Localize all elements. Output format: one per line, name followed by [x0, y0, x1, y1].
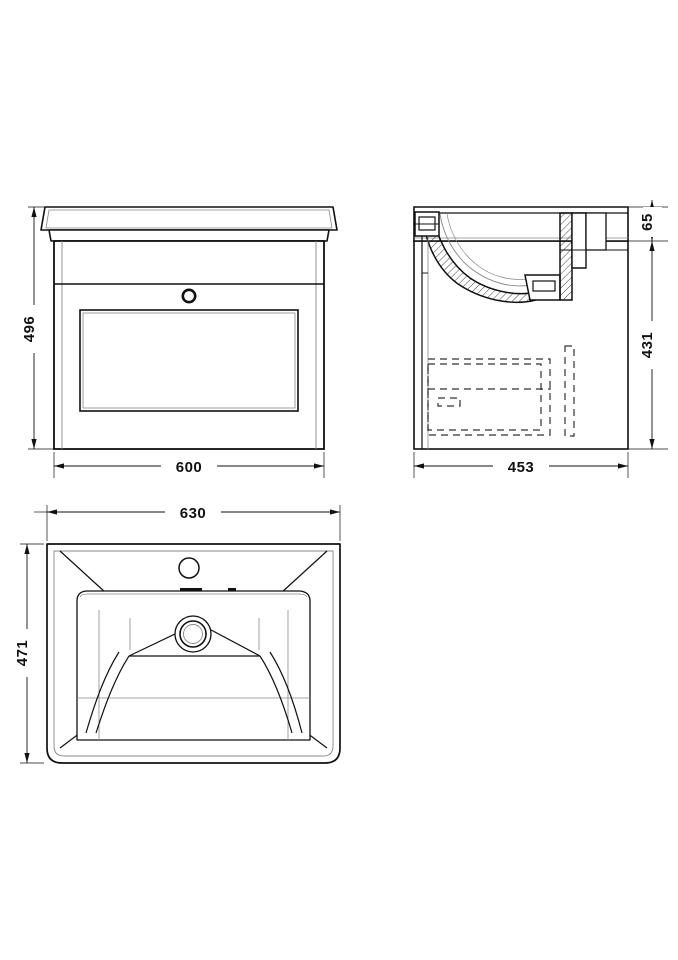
- drawer-box-inner: [427, 363, 542, 431]
- basin-rear-riser: [559, 212, 573, 301]
- dimension-front-height: 496: [21, 207, 44, 449]
- hidden-drawer-box: [427, 345, 575, 437]
- tap-hole-section: [414, 211, 440, 237]
- basin-inner-curve: [439, 213, 531, 287]
- drawer-knob: [181, 288, 197, 304]
- drawer-rear-bracket: [564, 345, 575, 437]
- dimension-side-body-height-label: 431: [639, 332, 656, 359]
- basin-bowl-outline: [76, 590, 311, 741]
- side-section-view: 65 431 453: [413, 200, 668, 478]
- dimension-front-width-label: 600: [176, 459, 203, 476]
- dimension-front-height-label: 496: [21, 316, 38, 343]
- dimension-plan-width-label: 630: [180, 505, 207, 522]
- basin-top-lip: [40, 206, 338, 242]
- tap-block-inner: [418, 216, 436, 231]
- basin-inner-curve-2: [446, 213, 528, 280]
- tap-hole: [178, 557, 200, 579]
- waste-outlet-bore: [532, 280, 556, 292]
- dimension-side-body-height: 431: [639, 241, 662, 449]
- basin-rim-offset: [53, 550, 334, 757]
- basin-lip-outer: [40, 206, 338, 231]
- dimension-plan-depth-label: 471: [14, 640, 31, 667]
- dimension-side-depth: 453: [414, 455, 628, 477]
- dimension-plan-depth: 471: [14, 544, 37, 763]
- drawer-panel-outer: [79, 309, 299, 412]
- front-elevation-view: 496 600: [21, 206, 338, 478]
- basin-rear-shelf-2: [585, 212, 607, 251]
- drawer-panel-inner: [82, 312, 296, 409]
- basin-lip-inner: [45, 209, 333, 229]
- rim-mark-right: [228, 588, 236, 591]
- dimension-side-depth-label: 453: [508, 459, 535, 476]
- basin-rear-shelf: [571, 212, 587, 269]
- basin-bowl-rim-inner: [79, 593, 308, 598]
- basin-lip-skirt: [48, 229, 330, 242]
- dimension-front-width: 600: [54, 455, 324, 477]
- dimension-side-lip-height: 65: [639, 200, 662, 241]
- overflow-slot: [180, 588, 202, 592]
- rear-rim-marks: [180, 588, 236, 592]
- waste-drain-ring: [174, 615, 212, 653]
- bowl-base-arch-thin: [129, 618, 260, 650]
- dimension-plan-width: 630: [47, 501, 340, 523]
- dimension-side-lip-height-label: 65: [639, 213, 656, 231]
- drawer-runner-detail: [437, 397, 461, 407]
- drawer-box-outline: [427, 358, 551, 436]
- drawer-front-panel: [79, 309, 299, 412]
- plan-view: 630 471: [14, 501, 341, 764]
